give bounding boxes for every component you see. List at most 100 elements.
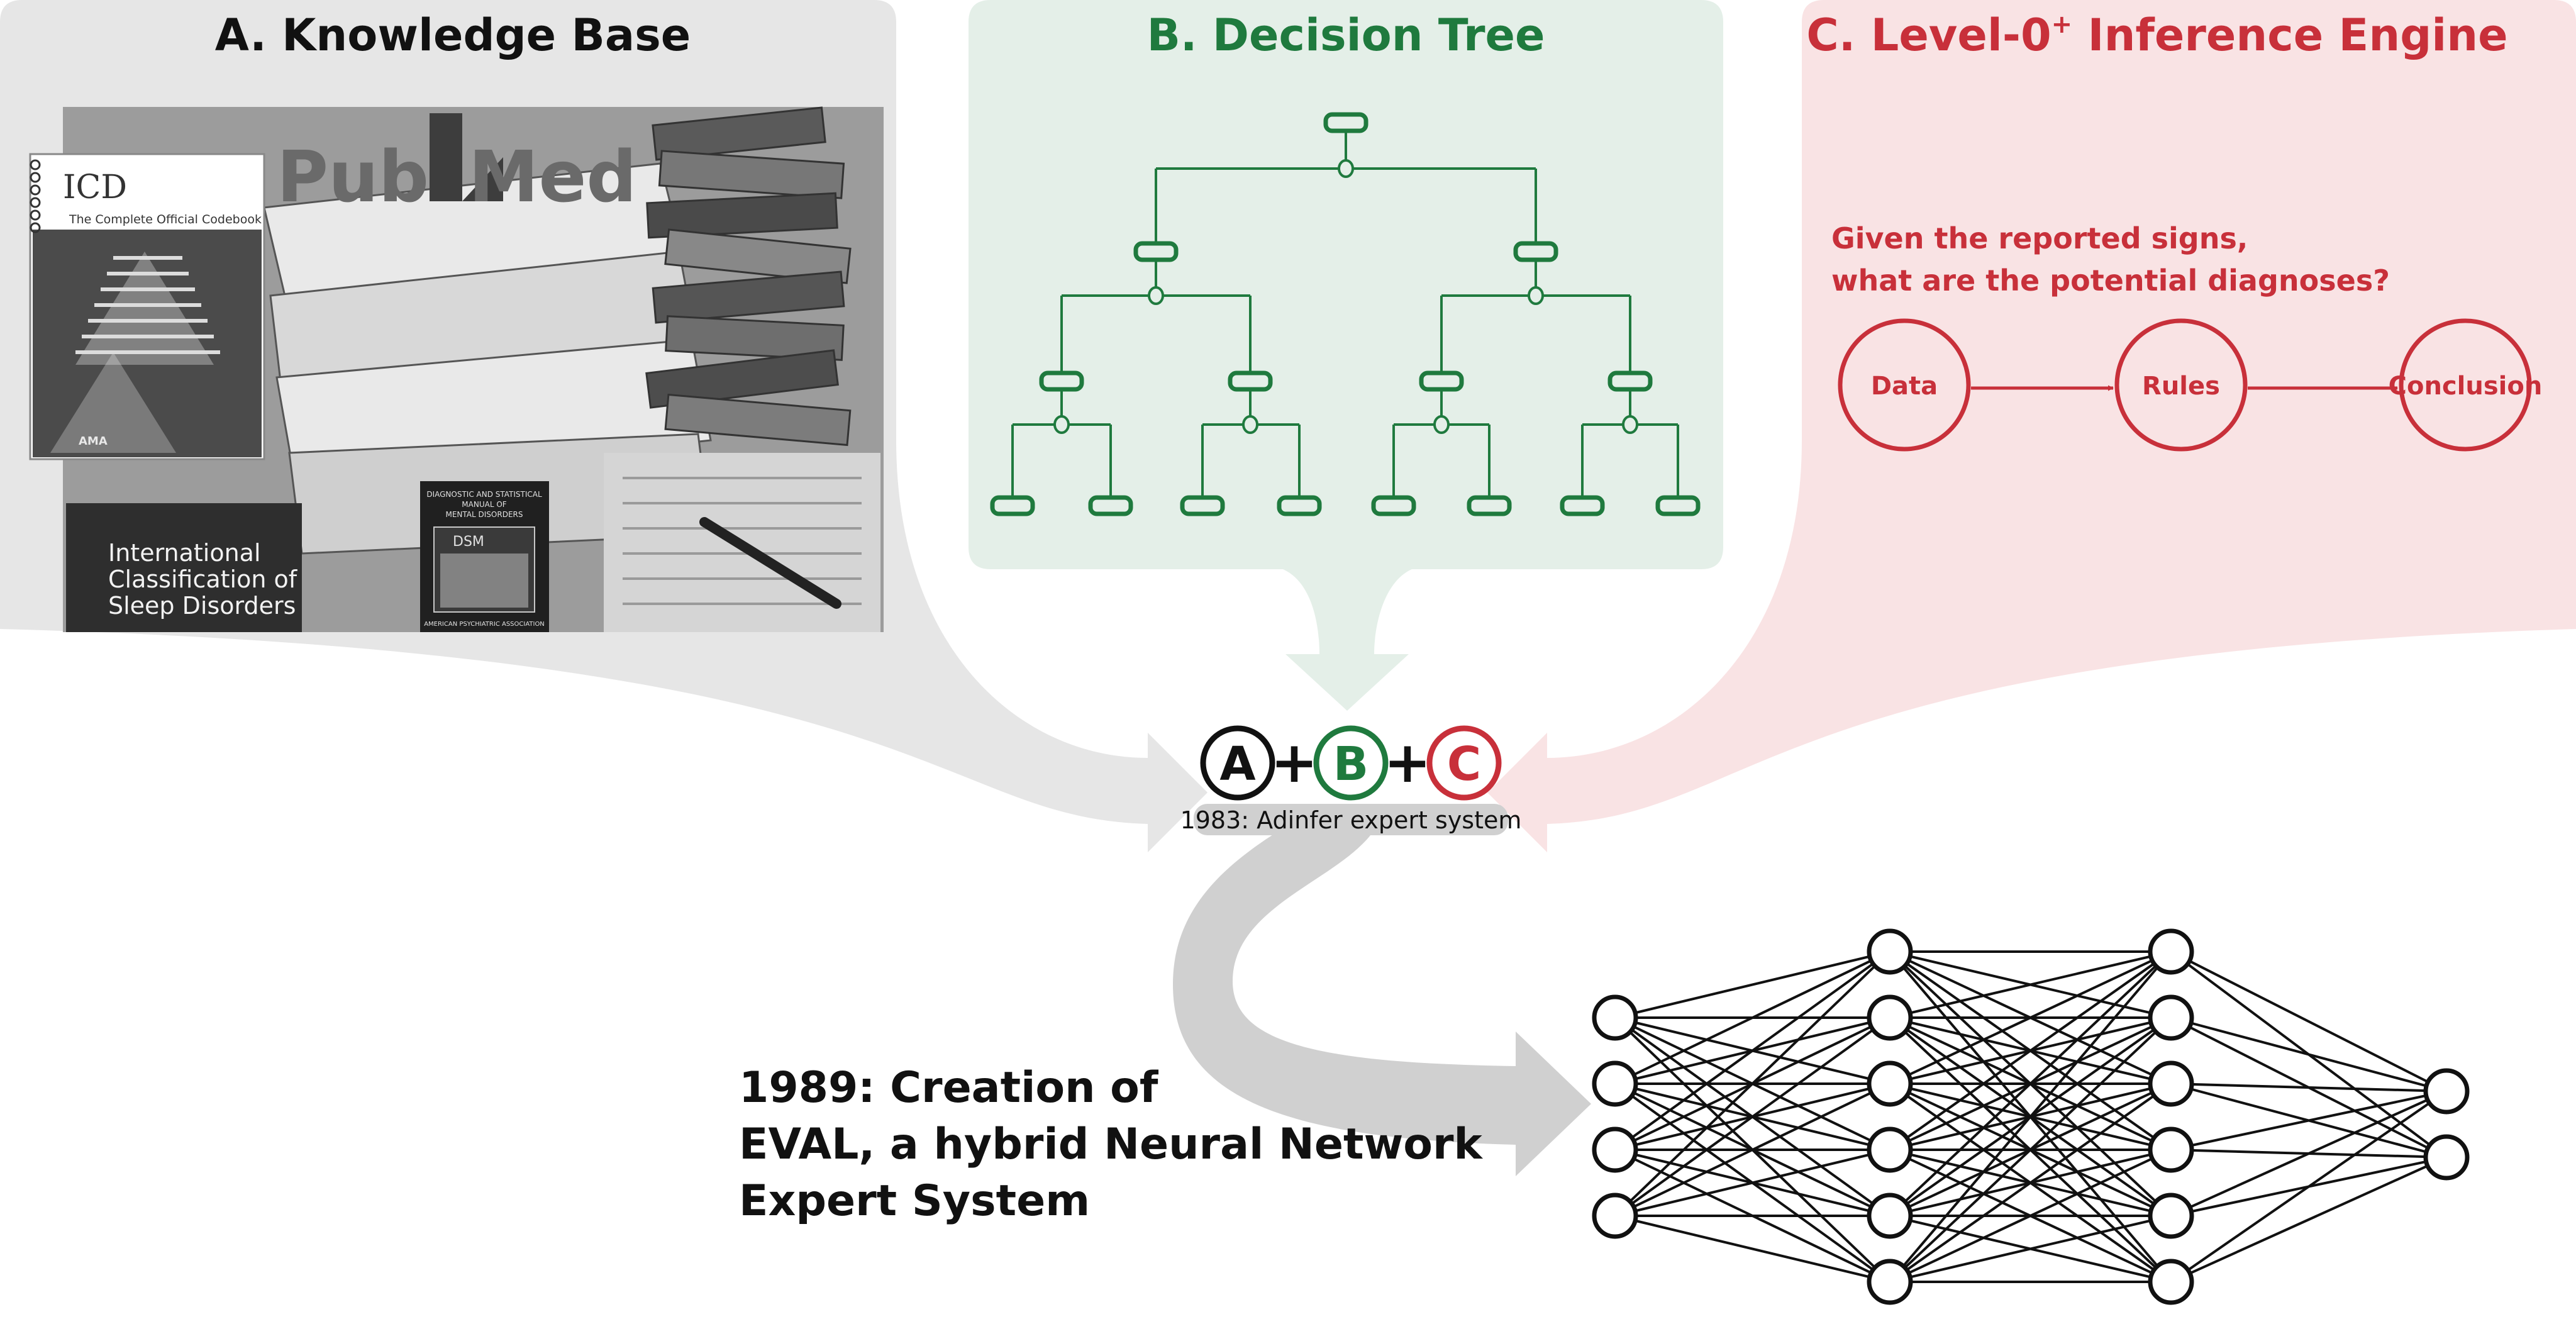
- neuron-layer-2: [1867, 1193, 1913, 1239]
- neuron-layer-1: [1592, 1193, 1638, 1239]
- book-stack-illustration: [645, 106, 852, 447]
- network-connection: [2170, 1090, 2447, 1151]
- tree-node: [1133, 241, 1179, 262]
- network-connection: [1614, 1016, 1891, 1217]
- dsm-book-cover: DIAGNOSTIC AND STATISTICAL MANUAL OF MEN…: [420, 481, 549, 632]
- newspaper-text-lines: [623, 477, 862, 605]
- sleep-book-line2: Classification of: [108, 565, 298, 593]
- network-connection: [1889, 950, 2172, 1085]
- plus-sign-2: +: [1384, 730, 1431, 796]
- adinfer-caption-box: [1194, 804, 1508, 835]
- network-connection: [1614, 1149, 1890, 1217]
- tree-node: [1039, 370, 1084, 392]
- network-connection: [2170, 1090, 2448, 1283]
- tree-leaf-node: [1467, 495, 1512, 516]
- tree-leaf-node: [1655, 495, 1701, 516]
- network-connection: [1614, 950, 1890, 1085]
- network-connection: [2170, 950, 2447, 1093]
- tree-node: [1228, 370, 1273, 392]
- network-connection: [1889, 1215, 2172, 1283]
- neuron-layer-3: [2148, 1060, 2194, 1107]
- adinfer-caption: 1983: Adinfer expert system: [1180, 806, 1522, 834]
- network-connection: [1889, 950, 2172, 1019]
- inference-question-line2: what are the potential diagnoses?: [1831, 264, 2390, 298]
- rules-node: [2114, 318, 2248, 452]
- tree-leaf-node: [1088, 495, 1133, 516]
- neuron-layer-1: [1592, 1060, 1638, 1107]
- network-connections: [1614, 950, 2448, 1283]
- tree-leaf-node: [1277, 495, 1322, 516]
- neuron-layer-2: [1867, 1259, 1913, 1305]
- knowledge-base-title: A. Knowledge Base: [215, 9, 691, 61]
- neuron-layer-2: [1867, 1127, 1913, 1173]
- network-connection: [1889, 1149, 2172, 1283]
- icd-book-subtitle: The Complete Official Codebook: [69, 213, 262, 226]
- neuron-layer-3: [2148, 1127, 2194, 1173]
- eval-text-line3: Expert System: [739, 1176, 1090, 1226]
- decision-tree-title: B. Decision Tree: [1147, 9, 1545, 61]
- network-connection: [1614, 950, 1891, 1217]
- network-connection: [1614, 1215, 1890, 1283]
- tree-root-node: [1323, 112, 1368, 133]
- neuron-layer-2: [1867, 994, 1913, 1041]
- eval-text-line2: EVAL, a hybrid Neural Network: [739, 1120, 1484, 1169]
- network-connection: [1889, 950, 2172, 1151]
- dsm-top-line2: MANUAL OF: [462, 500, 506, 509]
- neuron-layer-3: [2148, 1259, 2194, 1305]
- tree-leaf-node: [1371, 495, 1416, 516]
- conclusion-node: [2399, 318, 2532, 452]
- neuron-layer-4: [2423, 1068, 2470, 1115]
- rules-node-label: Rules: [2142, 372, 2220, 401]
- icd-book-title: ICD: [63, 169, 127, 206]
- sleep-book-line3: Sleep Disorders: [108, 592, 296, 620]
- combined-system-arrow: [1173, 830, 1591, 1176]
- neuron-layer-2: [1867, 1060, 1913, 1107]
- decision-tree-diagram: [990, 112, 1701, 516]
- inference-engine-panel: [1487, 0, 2576, 852]
- neuron-layer-1: [1592, 994, 1638, 1041]
- reference-collage: ICD The Complete Official Codebook AMA P…: [29, 106, 884, 632]
- pen-illustration: [699, 517, 841, 609]
- data-node: [1838, 318, 1971, 452]
- conclusion-node-label: Conclusion: [2389, 372, 2543, 401]
- inference-question-line1: Given the reported signs,: [1831, 221, 2248, 255]
- network-connection: [1614, 1082, 1890, 1217]
- icd-book-cover: ICD The Complete Official Codebook AMA: [29, 153, 265, 460]
- neural-network: [1592, 928, 2470, 1305]
- journal-stack-illustration: [263, 162, 712, 555]
- tree-node: [1419, 370, 1464, 392]
- network-connection: [1614, 950, 1890, 1019]
- tree-leaf-node: [1180, 495, 1225, 516]
- neuron-layer-1: [1592, 1127, 1638, 1173]
- network-connection: [2170, 1082, 2447, 1093]
- tree-node: [1513, 241, 1558, 262]
- decision-tree-panel: [969, 0, 1723, 711]
- neuron-layer-3: [2148, 1193, 2194, 1239]
- sleep-book-line1: International: [108, 539, 261, 567]
- network-neurons: [1592, 928, 2470, 1305]
- tree-node: [1607, 370, 1653, 392]
- tree-leaf-node: [990, 495, 1035, 516]
- pubmed-logo: Pub Med: [277, 113, 637, 218]
- inference-flow: Data Rules Conclusion: [1838, 318, 2543, 452]
- spiral-binding: [30, 159, 41, 233]
- b-letter: B: [1333, 737, 1368, 791]
- neuron-layer-4: [2423, 1134, 2470, 1181]
- neuron-layer-3: [2148, 994, 2194, 1041]
- network-connection: [2170, 1156, 2447, 1283]
- neuron-layer-2: [1867, 928, 1913, 975]
- data-node-label: Data: [1871, 372, 1938, 401]
- c-letter: C: [1447, 737, 1481, 791]
- network-connection: [1614, 950, 1891, 1151]
- dsm-abbr: DSM: [453, 534, 484, 550]
- pubmed-logo-left: Pub: [277, 136, 429, 218]
- tree-leaf-node: [1560, 495, 1605, 516]
- sleep-disorders-book-cover: International Classification of Sleep Di…: [66, 503, 302, 632]
- abc-combination: A B C + +: [1200, 725, 1502, 801]
- dsm-top-line1: DIAGNOSTIC AND STATISTICAL: [426, 490, 542, 499]
- eval-text-line1: 1989: Creation of: [739, 1063, 1159, 1113]
- inference-engine-title: C. Level-0+ Inference Engine: [1806, 9, 2507, 61]
- a-letter: A: [1219, 737, 1255, 791]
- plus-sign-1: +: [1270, 730, 1318, 796]
